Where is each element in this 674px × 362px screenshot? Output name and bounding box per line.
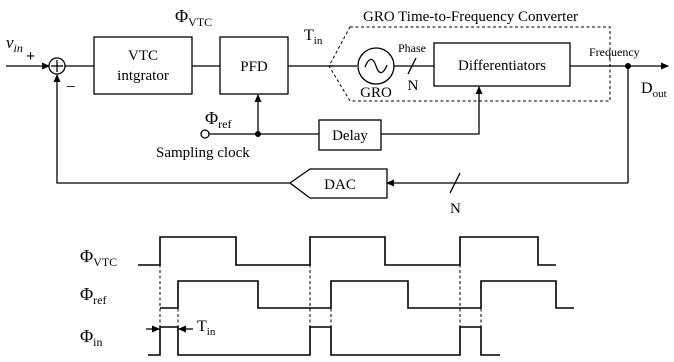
sum-minus-sign: − [66,77,76,96]
dac-block [288,168,388,199]
vtc-label: VTC [128,48,158,64]
timing-diagram: ΦVTC Φref Φin Tin [80,236,574,356]
input-label: vin [6,33,23,55]
wire-delay-to-diff [381,86,483,135]
differentiators-block [433,42,571,87]
phi-vtc-label: ΦVTC [175,6,212,29]
timing-label-phi-vtc: ΦVTC [80,246,117,269]
pfd-label: PFD [240,59,268,75]
tin-label: Tin [304,27,323,47]
bus-slash-bottom [449,172,461,194]
timing-tin-label: Tin [197,318,216,338]
bus-width-label-top: N [408,78,419,94]
phi-ref-label: Φref [205,108,232,131]
timing-label-phi-in: Φin [80,326,103,349]
delay-label: Delay [332,128,368,144]
sum-plus-sign: + [26,48,35,65]
wire-feedback [53,74,290,184]
bus-slash-top [407,57,417,75]
gro-title: GRO Time-to-Frequency Converter [363,9,578,25]
integrator-label: intgrator [117,68,169,84]
waveform-phi-vtc [138,236,556,266]
phase-label: Phase [398,41,426,55]
vtc-integrator-block [93,36,193,95]
gro-converter-region [328,26,611,102]
dac-label: DAC [324,177,356,193]
gro-label: GRO [360,85,392,101]
frequency-label: Frequency [589,45,640,59]
dout-label: Dout [641,80,667,100]
oscillator-icon [357,47,395,85]
differentiators-label: Differentiators [458,58,546,74]
summing-junction [48,57,66,75]
delay-block [318,119,382,151]
pfd-block [219,36,289,95]
block-diagram: vin + − ΦVTC VTC intgrator PFD Tin GRO T… [6,6,669,217]
clock-junction [255,131,261,137]
clock-input-terminal [200,129,210,139]
waveform-phi-in [148,326,500,356]
waveform-phi-ref [160,280,574,309]
sampling-clock-label: Sampling clock [156,145,250,161]
timing-label-phi-ref: Φref [80,284,107,307]
bus-width-label-bottom: N [450,201,461,217]
